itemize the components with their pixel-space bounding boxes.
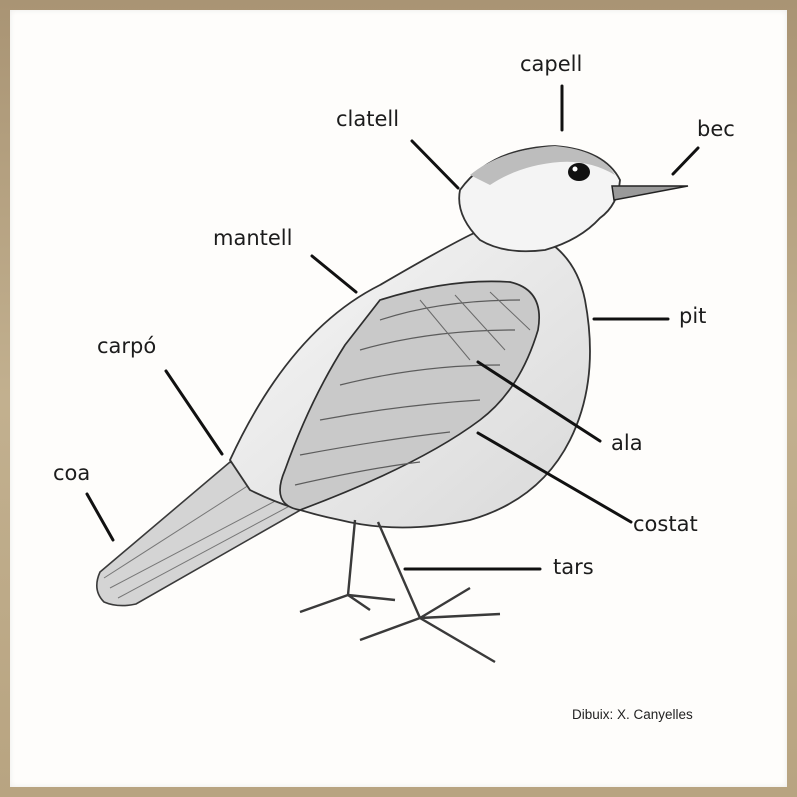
label-capell: capell <box>520 52 582 76</box>
bird-legs <box>300 520 500 662</box>
label-coa: coa <box>53 461 90 485</box>
label-costat: costat <box>633 512 698 536</box>
illustration-credit: Dibuix: X. Canyelles <box>572 707 693 722</box>
label-bec: bec <box>697 117 735 141</box>
label-tars: tars <box>553 555 594 579</box>
bird-eye <box>568 163 590 181</box>
label-ala: ala <box>611 431 643 455</box>
label-clatell: clatell <box>336 107 399 131</box>
label-pit: pit <box>679 304 706 328</box>
bird-beak <box>612 186 688 200</box>
label-mantell: mantell <box>213 226 292 250</box>
label-carpo: carpó <box>97 334 156 358</box>
